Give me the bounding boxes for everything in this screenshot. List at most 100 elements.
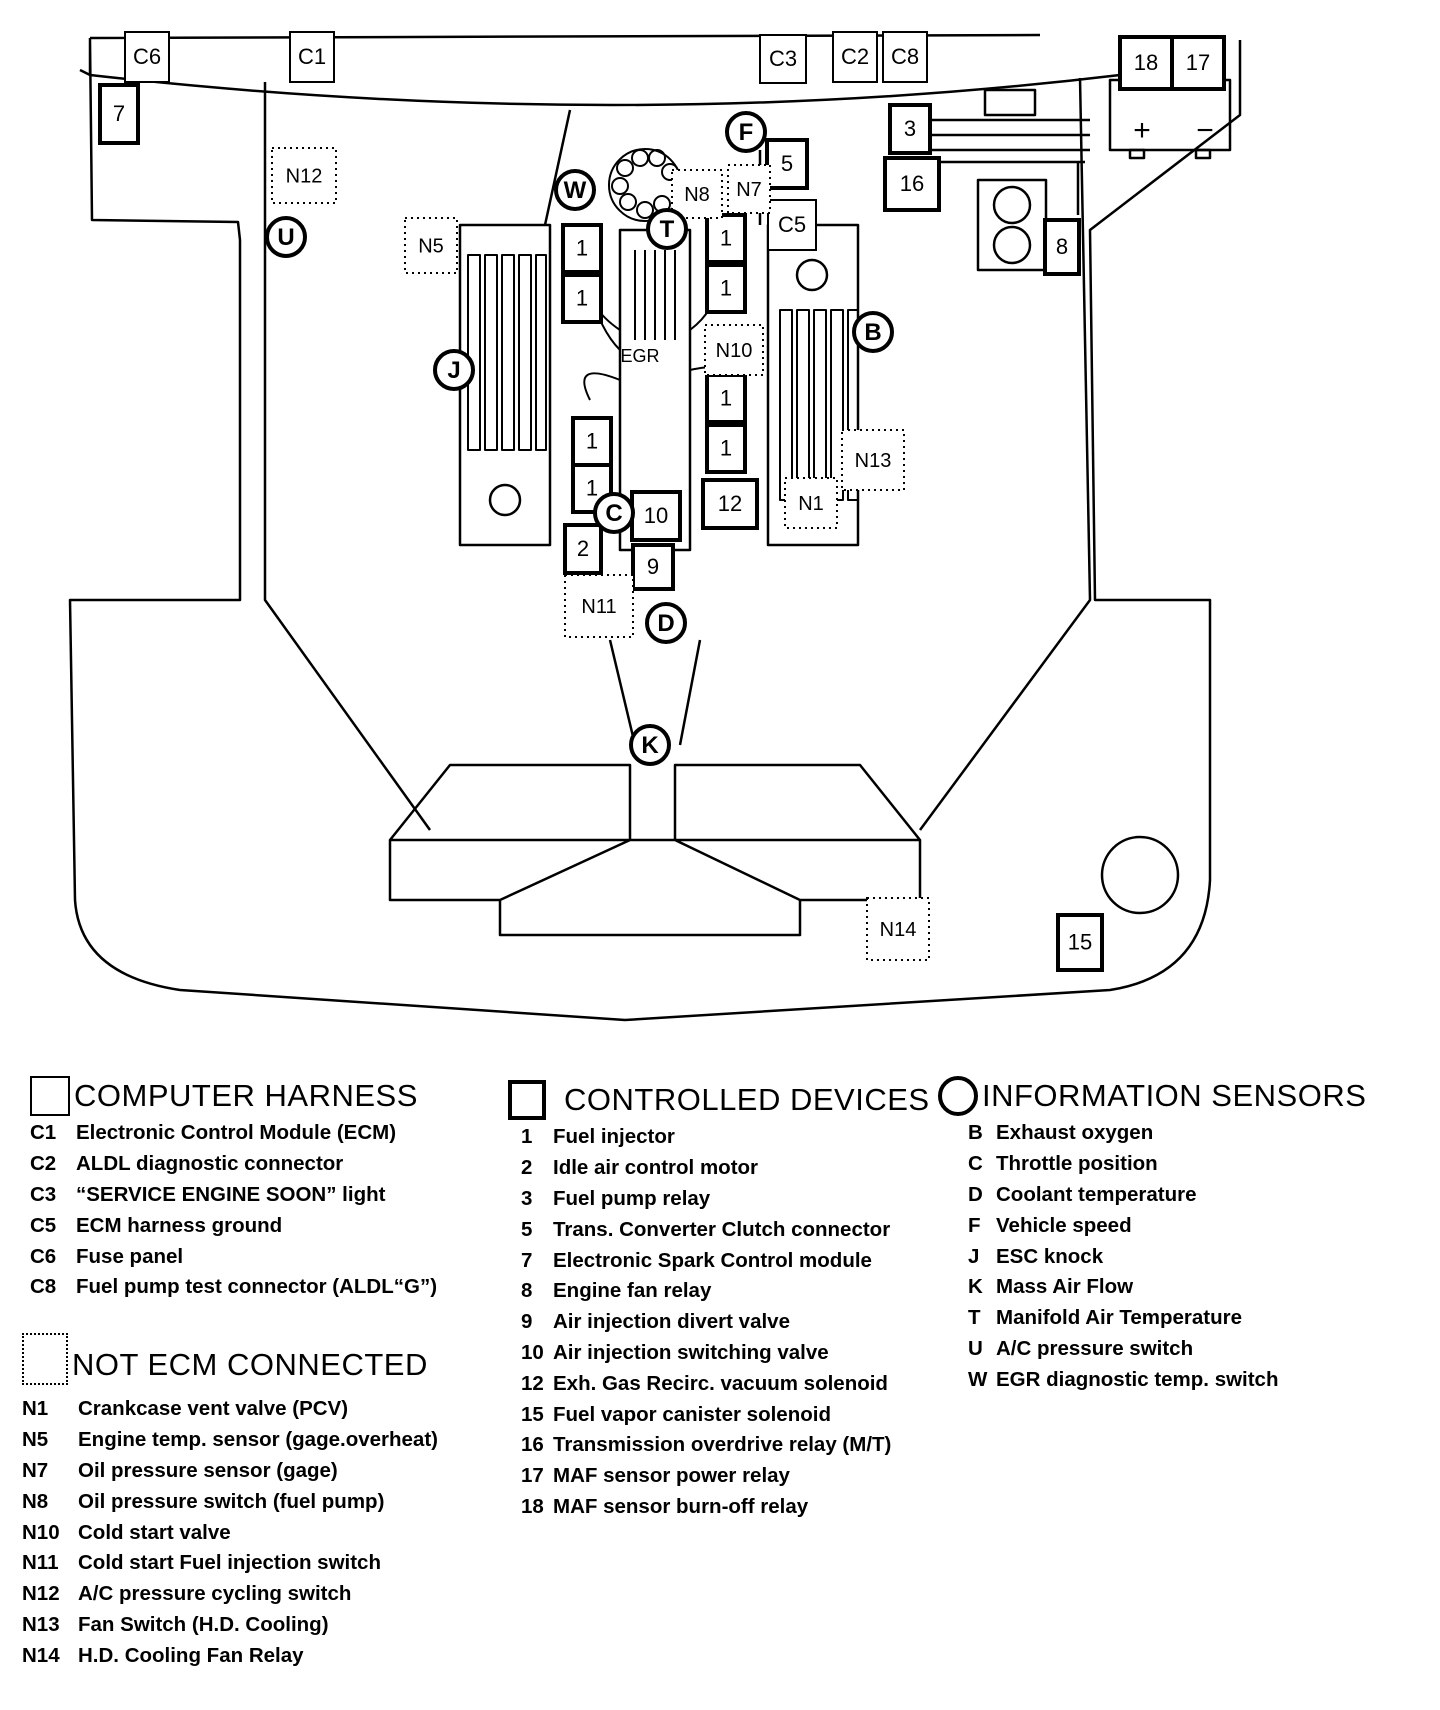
legend-code: 18	[521, 1494, 544, 1518]
legend-code: 12	[521, 1371, 544, 1395]
svg-text:1: 1	[720, 436, 732, 461]
svg-text:7: 7	[113, 101, 125, 126]
svg-text:18: 18	[1134, 50, 1158, 75]
legend-code: 7	[521, 1248, 533, 1272]
svg-text:N5: N5	[418, 236, 444, 258]
sensor-circle-t: T	[646, 208, 688, 250]
device-box-1: 1	[561, 273, 603, 324]
svg-text:3: 3	[904, 116, 916, 141]
legend-description: Electronic Spark Control module	[553, 1248, 872, 1272]
device-box-15: 15	[1056, 913, 1104, 972]
harness-box-c6: C6	[124, 31, 170, 83]
svg-text:1: 1	[720, 276, 732, 301]
svg-text:N12: N12	[286, 166, 323, 188]
air-cleaner	[388, 763, 922, 937]
legend-code: N12	[22, 1582, 60, 1606]
egr-label: EGR	[620, 346, 659, 366]
not-ecm-box-n8: N8	[671, 169, 723, 219]
legend-description: Cold start Fuel injection switch	[78, 1551, 381, 1575]
legend-description: Mass Air Flow	[996, 1275, 1134, 1299]
legend-description: ALDL diagnostic connector	[76, 1152, 344, 1176]
svg-text:1: 1	[586, 476, 598, 501]
legend-description: Air injection divert valve	[553, 1310, 790, 1334]
legend-description: Fuel vapor canister solenoid	[553, 1402, 831, 1426]
device-box-2: 2	[563, 523, 603, 575]
harness-box-c5: C5	[767, 199, 817, 251]
firewall	[89, 33, 1130, 107]
device-box-7: 7	[98, 83, 140, 145]
legend-code: N5	[22, 1428, 49, 1452]
svg-text:9: 9	[647, 554, 659, 579]
legend-code: F	[968, 1213, 981, 1237]
legend-code: J	[968, 1244, 980, 1268]
svg-text:12: 12	[718, 491, 742, 516]
legend-item-c3: C3“SERVICE ENGINE SOON” light	[30, 1180, 490, 1211]
not-ecm-box-n14: N14	[866, 897, 930, 961]
dotted-box-symbol	[22, 1333, 68, 1385]
legend-code: T	[968, 1306, 981, 1330]
svg-text:C1: C1	[298, 44, 326, 69]
legend-description: A/C pressure cycling switch	[78, 1582, 352, 1606]
legend-code: 16	[521, 1433, 544, 1457]
legend-code: B	[968, 1121, 983, 1145]
svg-text:1: 1	[586, 429, 598, 454]
legend-description: Throttle position	[996, 1152, 1158, 1176]
legend-description: Trans. Converter Clutch connector	[553, 1217, 891, 1241]
device-box-1: 1	[705, 213, 747, 264]
sensor-circle-d: D	[645, 602, 687, 644]
device-box-3: 3	[888, 103, 932, 155]
svg-text:N10: N10	[716, 340, 753, 362]
legend-description: Exhaust oxygen	[996, 1121, 1154, 1145]
device-box-12: 12	[701, 478, 759, 530]
legend-code: N11	[22, 1551, 59, 1575]
legend-title: CONTROLLED DEVICES	[564, 1082, 930, 1117]
legend-item-7: 7 Electronic Spark Control module	[521, 1245, 948, 1276]
sensor-circle-f: F	[725, 111, 767, 153]
device-box-16: 16	[883, 156, 941, 212]
legend-code: C8	[30, 1275, 57, 1299]
svg-text:U: U	[277, 224, 294, 251]
legend-description: Crankcase vent valve (PCV)	[78, 1397, 349, 1421]
device-box-10: 10	[630, 490, 682, 542]
thin-box-symbol	[30, 1076, 70, 1116]
legend-description: ESC knock	[996, 1244, 1104, 1268]
not-ecm-box-n5: N5	[404, 217, 458, 274]
legend-item-j: J ESC knock	[968, 1241, 1378, 1272]
device-box-17: 17	[1170, 35, 1226, 91]
device-box-1: 1	[705, 263, 747, 314]
svg-text:C8: C8	[891, 44, 919, 69]
device-box-8: 8	[1043, 218, 1081, 276]
harness-box-c3: C3	[759, 34, 807, 84]
legend-description: Manifold Air Temperature	[996, 1306, 1243, 1330]
legend-description: Exh. Gas Recirc. vacuum solenoid	[553, 1371, 888, 1395]
legend-code: 3	[521, 1186, 533, 1210]
svg-text:1: 1	[576, 286, 588, 311]
harness-box-c8: C8	[882, 31, 928, 83]
sensor-circle-w: W	[554, 169, 596, 211]
battery-minus-label: −	[1196, 114, 1214, 147]
legend-code: N8	[22, 1489, 49, 1513]
device-box-1: 1	[705, 423, 747, 474]
legend-code: N13	[22, 1612, 60, 1636]
legend-description: Oil pressure sensor (gage)	[78, 1458, 338, 1482]
not-ecm-box-n11: N11	[564, 574, 634, 638]
svg-text:N1: N1	[798, 493, 824, 515]
svg-text:F: F	[739, 119, 754, 146]
